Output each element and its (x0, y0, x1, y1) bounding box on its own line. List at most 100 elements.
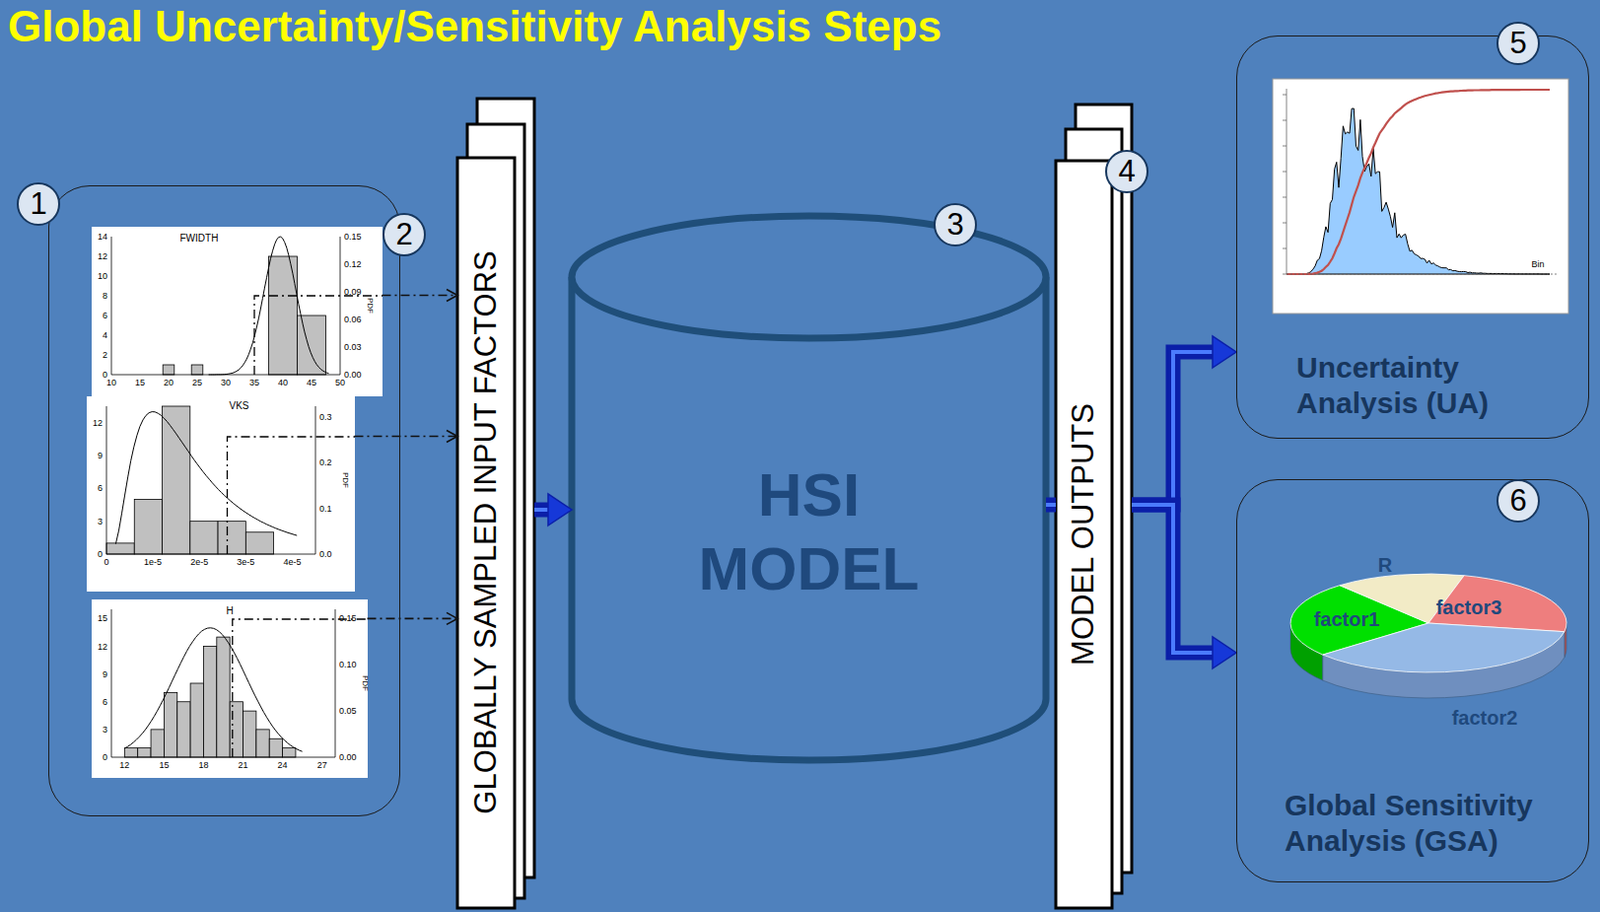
tick-label: 15 (97, 613, 108, 624)
tick-label: 24 (278, 760, 288, 770)
pie-slice (1428, 575, 1567, 632)
panel-label: Uncertainty Analysis (UA) (1296, 349, 1573, 421)
tick-mark (1282, 120, 1287, 122)
tick-label: 0.00 (344, 369, 362, 380)
flow-bar (1045, 497, 1056, 513)
chart-axes (111, 236, 341, 375)
histogram-bar (162, 406, 191, 555)
chart-background (91, 599, 368, 778)
chart-background (1272, 78, 1569, 314)
tick-label: 10 (106, 377, 117, 388)
paper-sheet (457, 157, 515, 908)
tick-label: 0.12 (344, 259, 362, 270)
tick-label: 15 (158, 760, 169, 770)
tick-label: 30 (220, 377, 231, 388)
histogram-bar (203, 646, 216, 759)
output-histogram (1291, 108, 1550, 275)
model-label: HSI MODEL (661, 458, 958, 606)
tick-label: 10 (97, 271, 108, 281)
histogram-bar (282, 748, 296, 758)
tick-label: 0.00 (339, 752, 357, 763)
flow-bar-highlight (1045, 502, 1056, 507)
output-sheet-stack: MODEL OUTPUTS (1055, 104, 1132, 908)
input-sheets-drawing (457, 98, 535, 908)
tick-mark (1282, 94, 1287, 96)
arrow-head (446, 612, 458, 625)
histogram-chart: FWIDTH (91, 226, 383, 397)
sample-arrow (382, 289, 459, 302)
analysis-panel: 5Uncertainty Analysis (UA) (1236, 35, 1590, 439)
tick-label: 0.0 (319, 549, 333, 559)
panel-label: Global Sensitivity Analysis (GSA) (1284, 787, 1561, 859)
histogram-bar (243, 710, 257, 758)
tick-label: 3 (97, 516, 103, 527)
chart-title: VKS (229, 400, 250, 412)
pie-chart (1290, 573, 1567, 698)
sheet-label: MODEL OUTPUTS (1065, 403, 1102, 666)
flow-arrow (1131, 504, 1237, 669)
tick-label: 0.06 (344, 314, 362, 325)
chart-axis (1286, 274, 1558, 276)
flow-arrow (1131, 336, 1237, 505)
histogram-bar (190, 683, 204, 758)
tick-label: 9 (102, 669, 108, 680)
tick-label: 0.03 (344, 342, 362, 352)
tick-label: 0.15 (344, 231, 362, 242)
tick-label: 0.15 (339, 613, 357, 624)
tick-mark (1282, 197, 1287, 199)
tick-label: 12 (97, 641, 108, 652)
sheet-label: GLOBALLY SAMPLED INPUT FACTORS (468, 250, 504, 814)
arrow-head (1212, 636, 1237, 669)
chart-axes (106, 406, 316, 555)
chart-background (86, 396, 355, 592)
histogram-bar (269, 738, 282, 758)
flow-arrow (534, 493, 572, 526)
slide-title: Global Uncertainty/Sensitivity Analysis … (7, 1, 942, 52)
histogram-bar (190, 521, 218, 555)
chart-title: H (226, 605, 234, 617)
tick-label: 27 (317, 760, 328, 770)
histogram-bar (177, 701, 191, 758)
tick-label: 35 (249, 377, 260, 388)
uncertainty-chart (1272, 78, 1569, 314)
arrow-head (446, 289, 458, 302)
callout-number: 6 (1496, 479, 1540, 523)
tick-label: 6 (102, 310, 108, 321)
pie-label: factor3 (1436, 596, 1503, 620)
tick-label: 18 (198, 760, 209, 770)
histogram-chart: VKS (86, 396, 355, 592)
callout-number: 3 (933, 203, 977, 247)
flow-bar-highlight (1131, 351, 1215, 505)
chart-title: FWIDTH (180, 232, 219, 244)
sample-line (354, 435, 459, 438)
tick-label: 1e-5 (143, 556, 162, 567)
histogram-bar (124, 748, 138, 758)
chart-axis (1286, 88, 1288, 275)
histogram-bar (138, 748, 151, 758)
tick-label: 12 (97, 251, 108, 262)
tick-mark (1282, 145, 1287, 147)
tick-mark (1282, 248, 1287, 250)
sample-line (227, 436, 356, 555)
histogram-bar (106, 543, 135, 555)
tick-label: 20 (163, 377, 174, 388)
tick-label: 15 (135, 377, 145, 388)
chart-axes (111, 609, 336, 758)
cylinder-drawing (571, 215, 1046, 761)
tick-label: 2 (102, 349, 108, 360)
tick-label: 0.1 (319, 503, 333, 514)
sample-line (367, 618, 459, 621)
tick-label: 6 (97, 483, 103, 493)
tick-label: 0.10 (339, 659, 357, 670)
cdf-curve (1286, 89, 1550, 275)
model-cylinder: HSI MODEL (571, 215, 1046, 761)
tick-label: 50 (335, 377, 346, 388)
sample-line (232, 619, 368, 758)
histogram-chart: H (91, 599, 368, 778)
tick-label: 4 (102, 330, 108, 341)
flow-bar-highlight (1131, 504, 1215, 653)
arrow-head (548, 493, 572, 526)
histogram-drawing (91, 226, 383, 397)
